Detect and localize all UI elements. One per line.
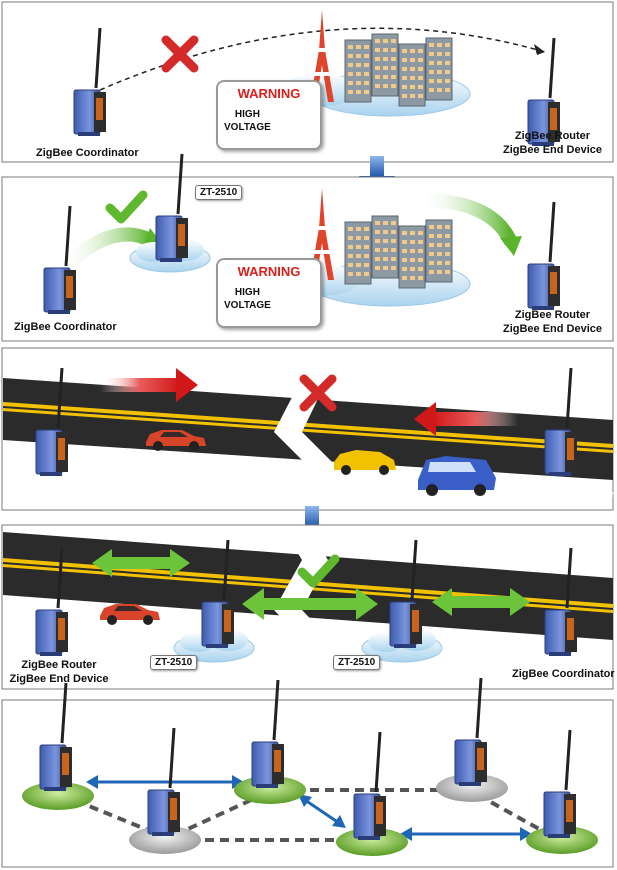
panel-3-road bbox=[3, 360, 613, 505]
panel-2-repeater-label: ZT-2510 bbox=[195, 185, 243, 200]
mesh-node-2 bbox=[129, 726, 201, 854]
panel-1-warning-title: WARNING bbox=[237, 86, 301, 101]
panel-2-router-label: ZigBee Router bbox=[514, 309, 591, 321]
mesh-blue-links bbox=[86, 775, 532, 841]
panel-2-high-text: HIGH bbox=[234, 287, 260, 298]
panel-1-buildings bbox=[344, 33, 453, 107]
panel-1-router-label: ZigBee Router bbox=[514, 130, 591, 142]
mesh-node-3 bbox=[234, 678, 306, 804]
panel-4-green-arrow-middle bbox=[242, 588, 378, 620]
panel-3-router-label: ZigBee Router bbox=[21, 479, 97, 491]
panel-3-end-device-label: ZigBee End Device bbox=[9, 493, 109, 505]
mesh-node-4 bbox=[336, 730, 408, 856]
panel-2-voltage-text: VOLTAGE bbox=[224, 300, 271, 311]
panel-1-high-voltage-text: HIGH VOLTAGE bbox=[224, 108, 271, 134]
panel-2-end-device-label: ZigBee End Device bbox=[502, 323, 603, 335]
panel-4-green-arrow-left bbox=[92, 549, 190, 577]
panel-4-green-arrow-right bbox=[432, 588, 530, 616]
panel-2-green-link-left bbox=[53, 227, 157, 279]
panel-4-router-label: ZigBee Router bbox=[21, 659, 97, 671]
panel-2-buildings bbox=[344, 215, 453, 289]
panel-2-high-voltage-text: HIGH VOLTAGE bbox=[224, 286, 271, 312]
panel-1-voltage-text: VOLTAGE bbox=[224, 122, 271, 133]
mesh-node-5 bbox=[436, 676, 508, 802]
panel-1-high-text: HIGH bbox=[234, 109, 260, 120]
panel-1-coordinator-label: ZigBee Coordinator bbox=[36, 147, 139, 159]
panel-4-repeater-label-b: ZT-2510 bbox=[333, 655, 381, 670]
mesh-node-6 bbox=[526, 728, 598, 854]
panel-4-end-device-label: ZigBee End Device bbox=[9, 673, 109, 685]
panel-4-coordinator-label: ZigBee Coordinator bbox=[512, 668, 615, 680]
panel-3-red-arrow-left bbox=[414, 402, 518, 436]
panel-2-coordinator-label: ZigBee Coordinator bbox=[14, 321, 117, 333]
panel-2-warning-title: WARNING bbox=[237, 264, 301, 279]
mesh-node-1 bbox=[22, 681, 94, 810]
panel-2-warning-sign: WARNING HIGH VOLTAGE bbox=[216, 258, 322, 328]
panel-1-end-device-label: ZigBee End Device bbox=[502, 144, 603, 156]
panel-3-van-blue bbox=[418, 456, 496, 496]
panel-3-coordinator-label: ZigBee Coordinator bbox=[512, 489, 615, 501]
panel-1-warning-sign: WARNING HIGH VOLTAGE bbox=[216, 80, 322, 150]
panel-4-repeater-label-a: ZT-2510 bbox=[150, 655, 198, 670]
panel-3-red-arrow-right bbox=[100, 368, 198, 402]
panel-2-green-link-right bbox=[413, 193, 517, 247]
panel-3-car-yellow bbox=[334, 450, 396, 475]
